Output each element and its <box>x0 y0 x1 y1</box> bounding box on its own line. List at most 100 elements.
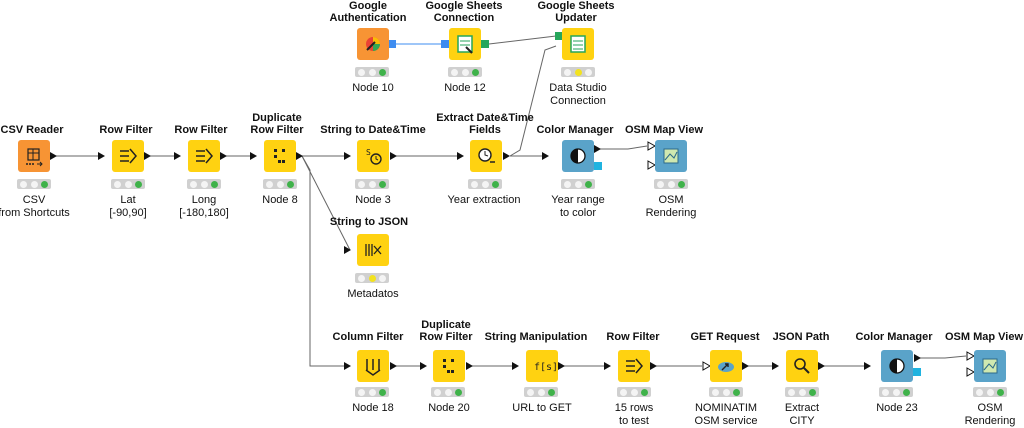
node-title: Google Sheets Connection <box>425 0 503 24</box>
json-path-icon <box>794 358 810 374</box>
node-title: Color Manager <box>855 331 933 343</box>
string-manipulation-icon: f[s] <box>534 362 558 373</box>
wire-dup8-to-colfilter <box>301 155 350 367</box>
color-manager-icon <box>889 358 905 374</box>
google-sheets-updater-node[interactable] <box>562 28 594 60</box>
node-status <box>431 387 465 397</box>
node-label: Year extraction <box>447 194 521 206</box>
string-to-datetime-node[interactable]: S <box>357 140 389 172</box>
node-status <box>187 179 221 189</box>
osm-map-view-node-1[interactable] <box>655 140 687 172</box>
node-status <box>263 179 297 189</box>
csv-reader-icon <box>26 148 43 167</box>
node-status <box>709 387 743 397</box>
node-label: OSM Rendering <box>964 402 1016 427</box>
json-path-node[interactable] <box>786 350 818 382</box>
node-label: Long [-180,180] <box>179 194 229 219</box>
node-title: Duplicate Row Filter <box>419 319 473 343</box>
node-title: CSV Reader <box>0 124 64 136</box>
node-title: String Manipulation <box>484 331 588 343</box>
node-label: Node 20 <box>428 402 470 414</box>
row-filter-icon <box>120 148 137 164</box>
node-label: Node 10 <box>352 82 394 94</box>
node-label: Node 23 <box>876 402 918 414</box>
osm-map-view-node-2[interactable] <box>974 350 1006 382</box>
node-title: Color Manager <box>536 124 614 136</box>
osm-map-icon <box>663 148 679 164</box>
string-to-datetime-icon: S <box>366 148 382 165</box>
node-title: Google Sheets Updater <box>537 0 615 24</box>
node-status <box>785 387 819 397</box>
color-manager-node-1[interactable] <box>562 140 594 172</box>
node-status <box>468 179 502 189</box>
extract-datetime-fields-node[interactable] <box>470 140 502 172</box>
column-filter-node[interactable] <box>357 350 389 382</box>
svg-text:S: S <box>366 148 371 157</box>
node-label: Metadatos <box>347 288 399 300</box>
node-title: OSM Map View <box>944 331 1024 343</box>
extract-datetime-icon <box>478 148 495 163</box>
node-status <box>617 387 651 397</box>
node-status <box>355 179 389 189</box>
node-label: CSV from Shortcuts <box>0 194 70 219</box>
node-label: Node 18 <box>352 402 394 414</box>
get-request-node[interactable] <box>710 350 742 382</box>
node-title: Extract Date&Time Fields <box>436 112 534 136</box>
node-label: Node 8 <box>262 194 298 206</box>
node-label: Node 12 <box>444 82 486 94</box>
node-label: Lat [-90,90] <box>109 194 147 219</box>
node-status <box>654 179 688 189</box>
wire-color1-to-osm1 <box>600 145 648 150</box>
row-filter-icon <box>196 148 213 164</box>
node-status <box>111 179 145 189</box>
row-filter-lat-node[interactable] <box>112 140 144 172</box>
duplicate-row-filter-node-20[interactable] <box>433 350 465 382</box>
google-auth-node[interactable] <box>357 28 389 60</box>
node-label: URL to GET <box>512 402 572 414</box>
svg-text:f[s]: f[s] <box>534 362 558 373</box>
wire-connection-to-updater <box>488 35 557 45</box>
node-status <box>355 67 389 77</box>
node-title: Row Filter <box>606 331 660 343</box>
node-title: JSON Path <box>772 331 830 343</box>
google-auth-icon <box>366 37 380 51</box>
wire-color2-to-osm2 <box>920 355 967 359</box>
wire-extract-to-updater <box>509 45 557 157</box>
node-label: Data Studio Connection <box>549 82 607 107</box>
node-status <box>561 179 595 189</box>
duplicate-row-filter-icon <box>443 359 454 373</box>
node-title: Row Filter <box>174 124 228 136</box>
duplicate-row-filter-icon <box>274 149 285 163</box>
node-status <box>17 179 51 189</box>
sheets-updater-icon <box>570 35 586 53</box>
node-title: String to Date&Time <box>320 124 426 136</box>
node-status <box>973 387 1007 397</box>
node-title: Duplicate Row Filter <box>250 112 304 136</box>
node-status <box>561 67 595 77</box>
string-manipulation-node[interactable]: f[s] <box>526 350 558 382</box>
osm-map-icon <box>982 358 998 374</box>
color-manager-node-2[interactable] <box>881 350 913 382</box>
google-sheets-connection-node[interactable] <box>449 28 481 60</box>
node-status <box>879 387 913 397</box>
node-status <box>524 387 558 397</box>
node-label: OSM Rendering <box>645 194 697 219</box>
row-filter-icon <box>626 358 643 374</box>
row-filter-15-node[interactable] <box>618 350 650 382</box>
node-title: String to JSON <box>329 216 409 228</box>
node-title: Column Filter <box>332 331 404 343</box>
csv-reader-node[interactable] <box>18 140 50 172</box>
node-status <box>355 273 389 283</box>
node-title: Google Authentication <box>329 0 407 24</box>
duplicate-row-filter-node-8[interactable] <box>264 140 296 172</box>
node-label: Year range to color <box>551 194 605 219</box>
string-to-json-icon <box>365 244 382 256</box>
node-status <box>448 67 482 77</box>
node-title: Row Filter <box>99 124 153 136</box>
color-manager-icon <box>570 148 586 164</box>
string-to-json-node[interactable] <box>357 234 389 266</box>
node-title: OSM Map View <box>624 124 704 136</box>
node-label: Node 3 <box>355 194 391 206</box>
column-filter-icon <box>365 359 381 376</box>
row-filter-long-node[interactable] <box>188 140 220 172</box>
